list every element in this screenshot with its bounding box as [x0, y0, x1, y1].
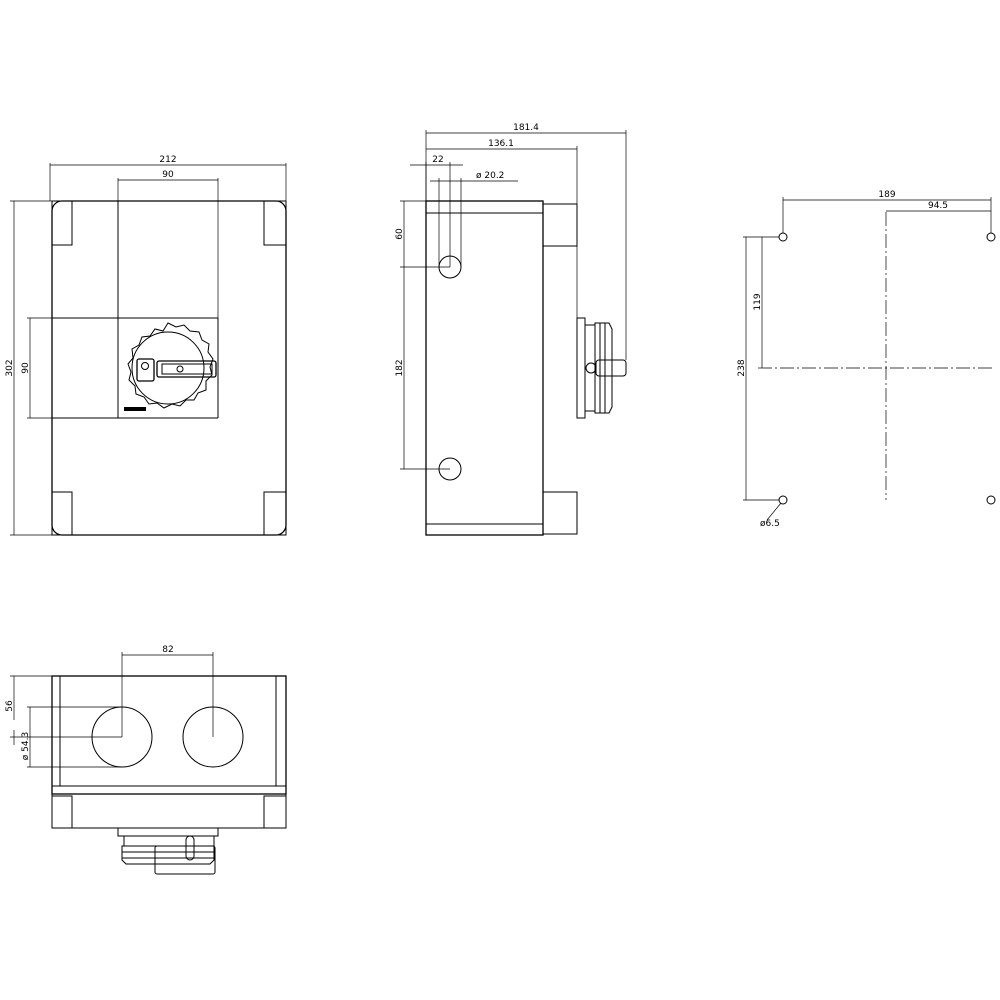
bottom-view: 82 56 ø 54.3 — [5, 645, 287, 875]
hole-offset-label: 22 — [432, 155, 443, 165]
front-width-label: 212 — [159, 155, 176, 165]
mounting-hole — [778, 495, 788, 505]
corner-cover — [263, 491, 287, 536]
front-height-label: 302 — [5, 359, 15, 376]
top-offset-label: 60 — [395, 228, 405, 240]
hole-spacing-label: 182 — [395, 359, 405, 376]
mounting-hole — [986, 232, 996, 242]
mount-center-label: 119 — [753, 293, 763, 310]
depth-body-label: 136.1 — [488, 139, 514, 149]
bottom-lid — [51, 793, 287, 829]
bottom-offset-label: 56 — [5, 700, 15, 712]
corner-cover — [51, 200, 73, 246]
side-cover — [542, 203, 578, 247]
front-view: 212 90 302 90 — [5, 155, 287, 536]
bottom-body — [51, 675, 287, 795]
window-width-label: 90 — [162, 170, 174, 180]
rotary-handle-icon — [124, 322, 217, 411]
corner-cover — [263, 200, 287, 246]
handle-bottom-icon — [117, 827, 219, 875]
mounting-view: 189 94.5 238 119 ø6.5 — [737, 190, 996, 529]
hole-diameter-label: ø 20.2 — [476, 171, 504, 181]
side-body — [425, 200, 544, 536]
mounting-hole — [986, 495, 996, 505]
bottom-hole-diameter-label: ø 54.3 — [21, 732, 31, 760]
handle-profile-icon — [576, 317, 627, 419]
depth-total-label: 181.4 — [513, 123, 539, 133]
side-view: 181.4 136.1 22 ø 20.2 60 182 — [395, 123, 627, 536]
enclosure-outline — [51, 200, 287, 536]
mounting-hole — [778, 232, 788, 242]
bottom-spacing-label: 82 — [162, 645, 173, 655]
mount-horizontal-label: 189 — [878, 190, 895, 200]
mount-half-label: 94.5 — [928, 201, 948, 211]
window-height-label: 90 — [21, 362, 31, 374]
mount-hole-diameter-label: ø6.5 — [760, 519, 780, 529]
mount-vertical-label: 238 — [737, 359, 747, 376]
corner-cover — [51, 491, 73, 536]
side-cover — [542, 491, 578, 535]
